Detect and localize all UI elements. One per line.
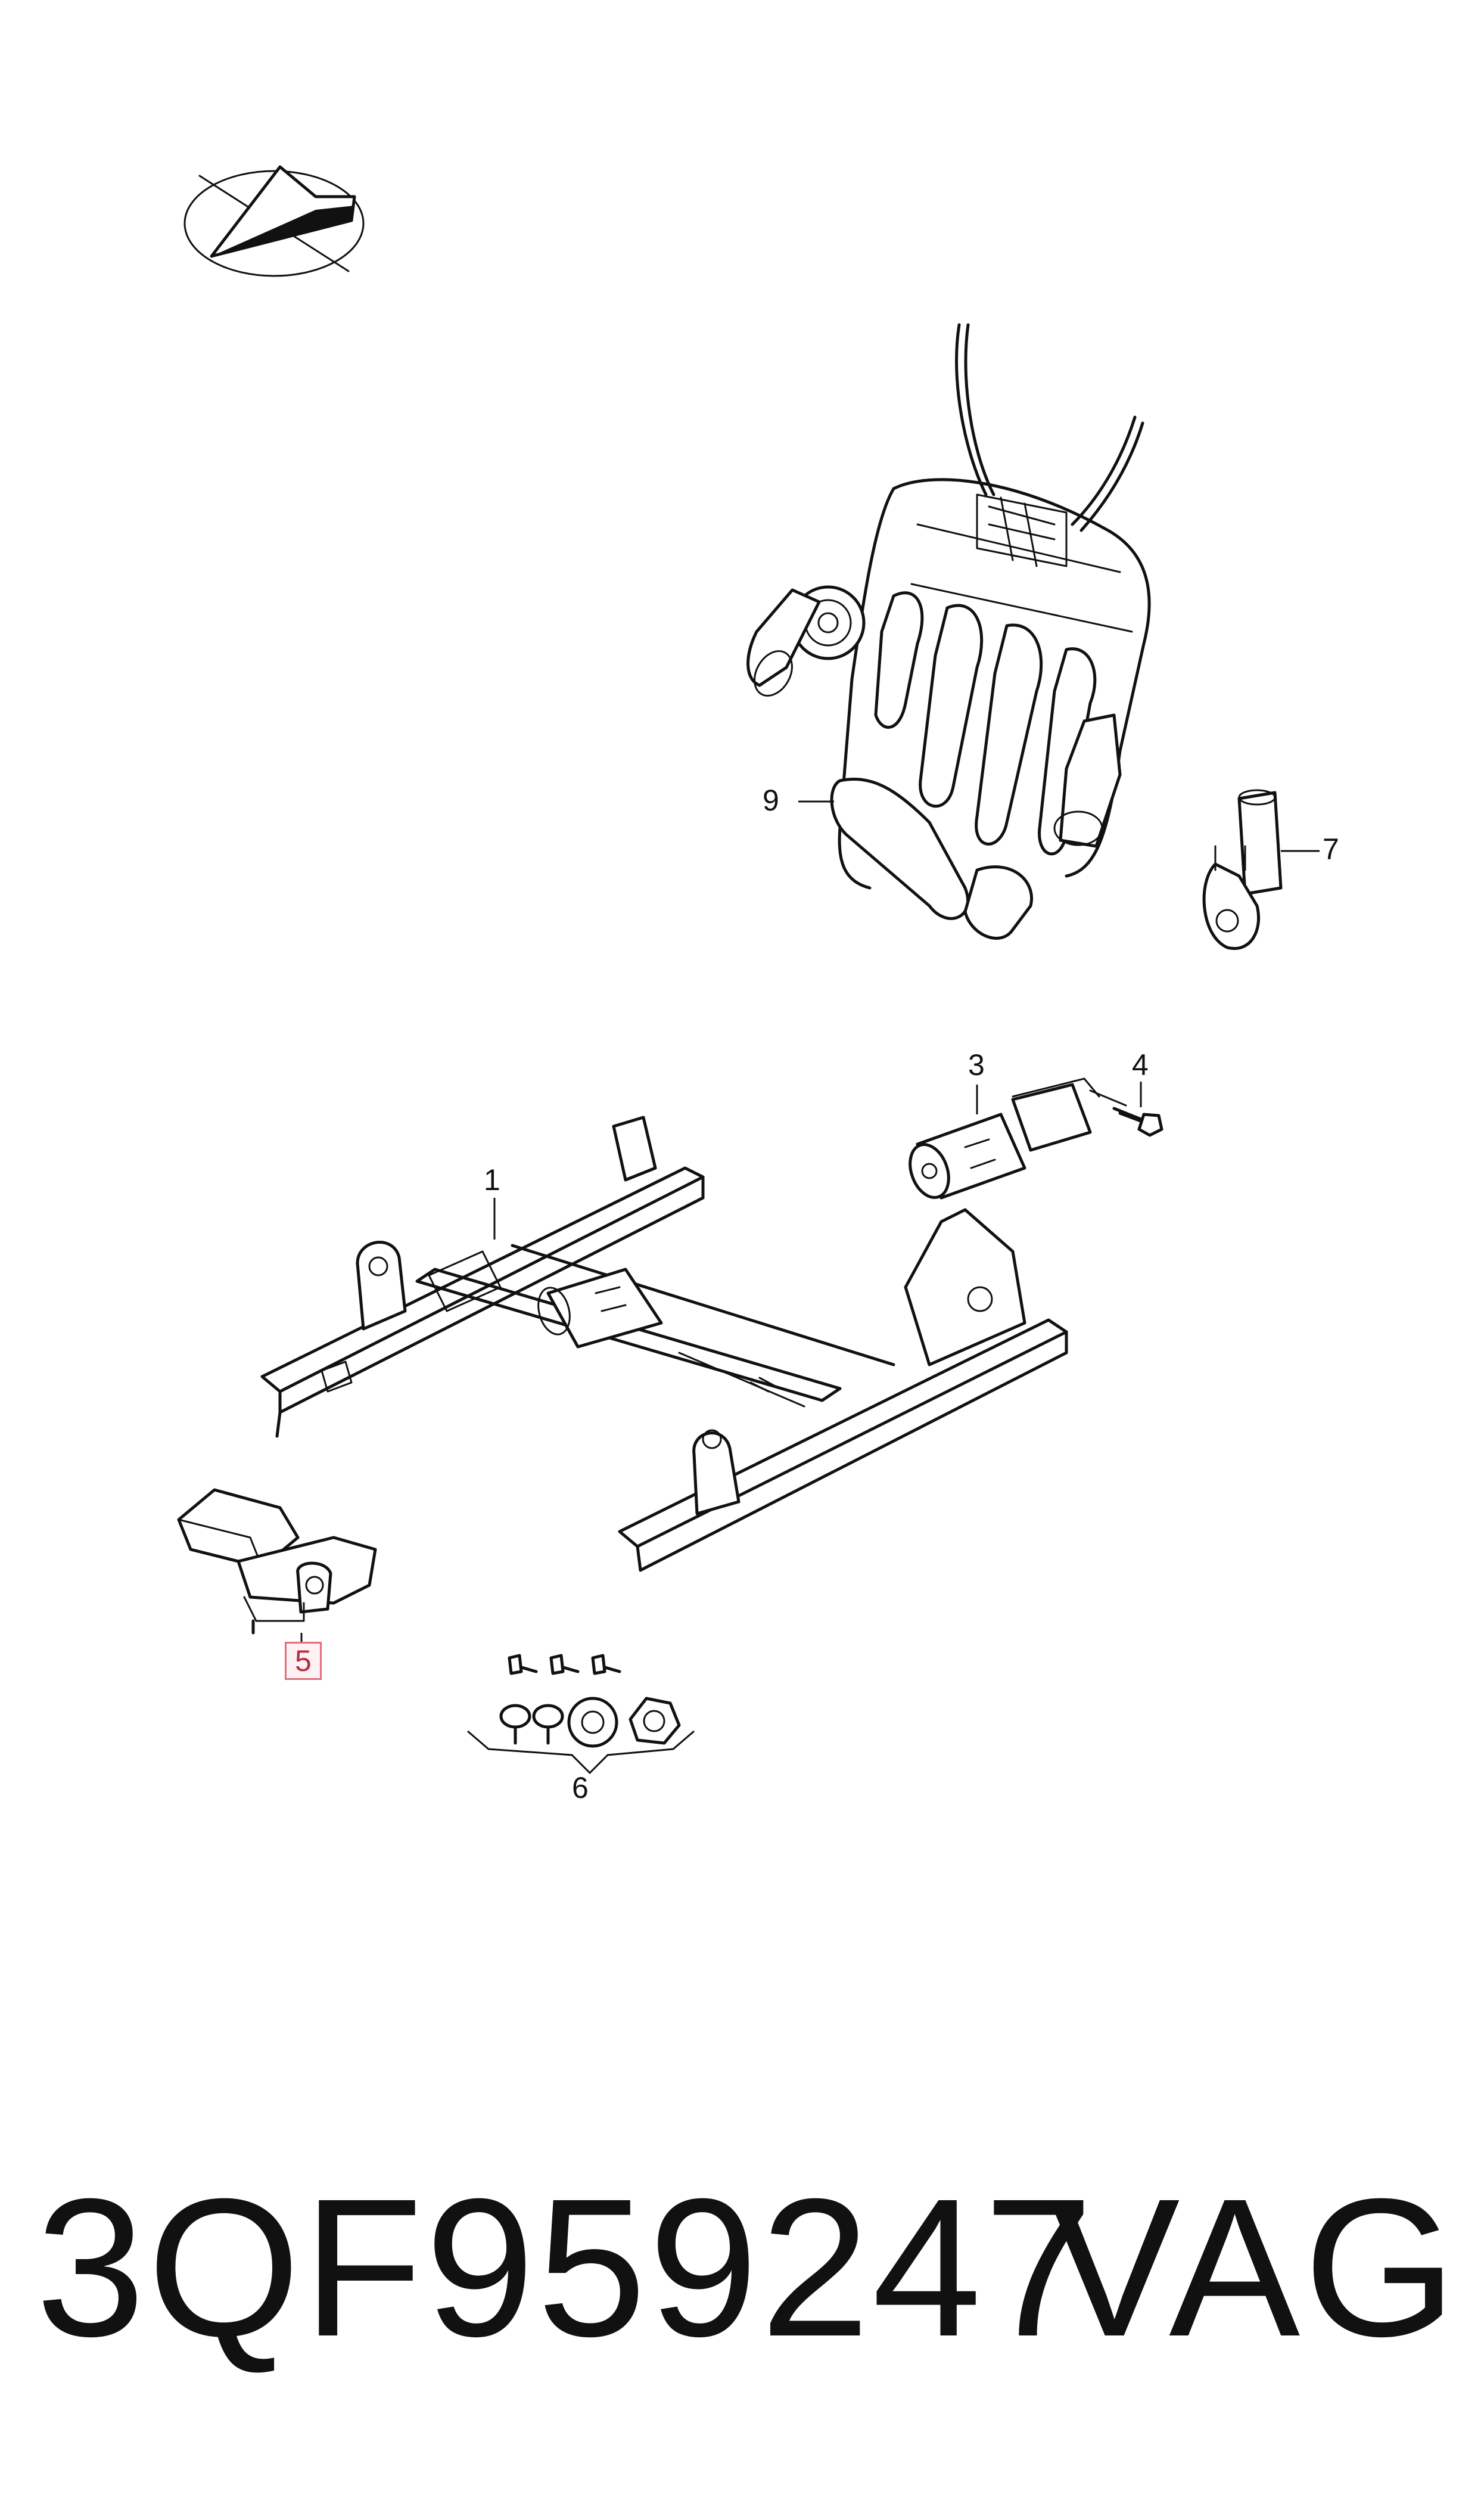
- callout-6: 6: [572, 1771, 589, 1804]
- motor-bracket-5: [177, 1488, 377, 1635]
- hex-nut: [629, 1697, 681, 1745]
- callout-5-highlighted[interactable]: 5: [285, 1642, 322, 1680]
- bolt-b: [532, 1704, 564, 1745]
- callout-7: 7: [1323, 833, 1339, 866]
- part-number: 3QF959247: [36, 2157, 1096, 2377]
- callout-3: 3: [968, 1048, 985, 1082]
- parts-diagram: [177, 165, 1320, 1775]
- seat-rail-frame-1: [260, 1116, 1068, 1572]
- bolt-4: [1118, 1111, 1163, 1137]
- bolt-a: [499, 1704, 531, 1745]
- fasteners-6: [467, 1654, 695, 1775]
- brand-label: VAG: [1049, 2157, 1460, 2377]
- screw-b: [549, 1654, 580, 1675]
- callout-9: 9: [763, 784, 779, 817]
- screw-a: [508, 1654, 538, 1675]
- screw-c: [591, 1654, 621, 1675]
- actuator-motor-3: [909, 1077, 1143, 1200]
- callout-1: 1: [484, 1163, 500, 1197]
- washer-nut: [567, 1697, 618, 1748]
- seat-backrest-frame: [746, 323, 1151, 940]
- adjuster-motor-7: [1202, 789, 1283, 950]
- footer: 3QF959247 VAG: [0, 2169, 1484, 2419]
- direction-arrow-icon: [183, 165, 365, 277]
- callout-4: 4: [1132, 1048, 1149, 1082]
